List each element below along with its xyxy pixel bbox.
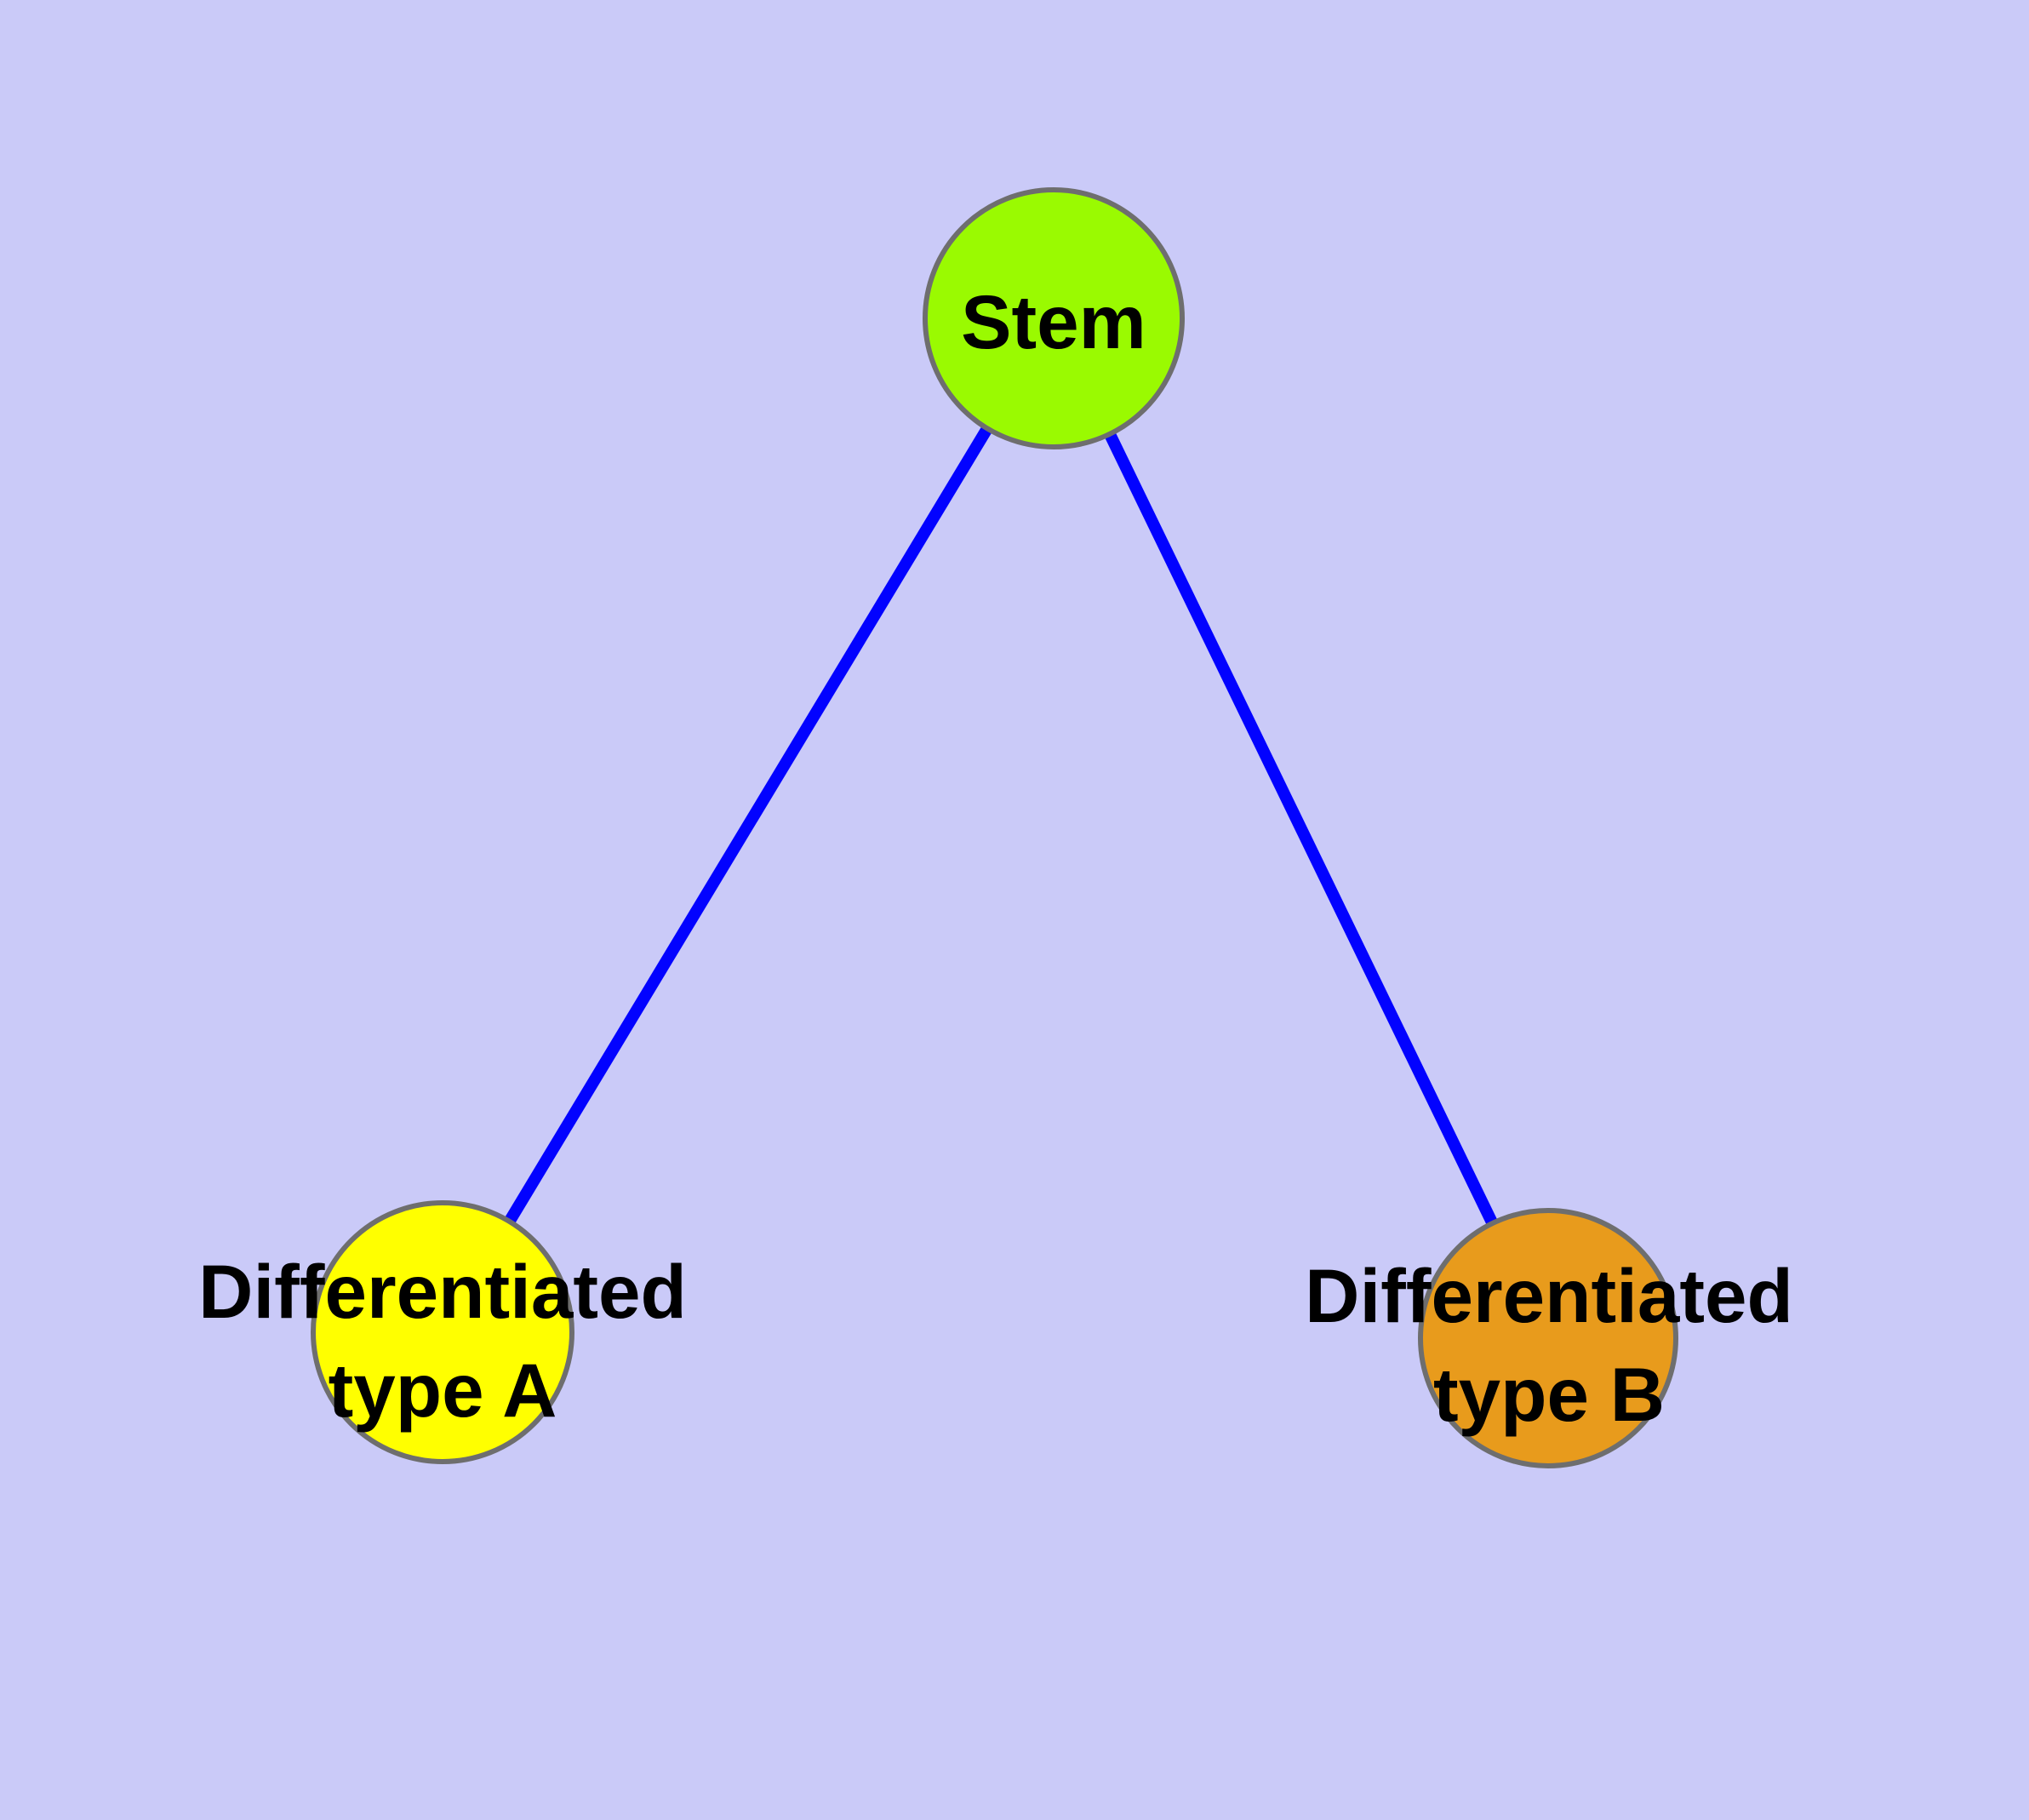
node-label-stem: Stem <box>961 279 1146 364</box>
edge-stem-typeA <box>437 315 1059 1336</box>
node-typeA <box>311 1200 574 1464</box>
node-typeB <box>1418 1208 1678 1468</box>
node-label-differentiated-type-b: Differentiated type B <box>1305 1253 1793 1437</box>
edge-stem-typeB <box>1048 315 1554 1342</box>
node-stem <box>923 187 1185 449</box>
node-label-differentiated-type-a: Differentiated type A <box>198 1249 687 1433</box>
